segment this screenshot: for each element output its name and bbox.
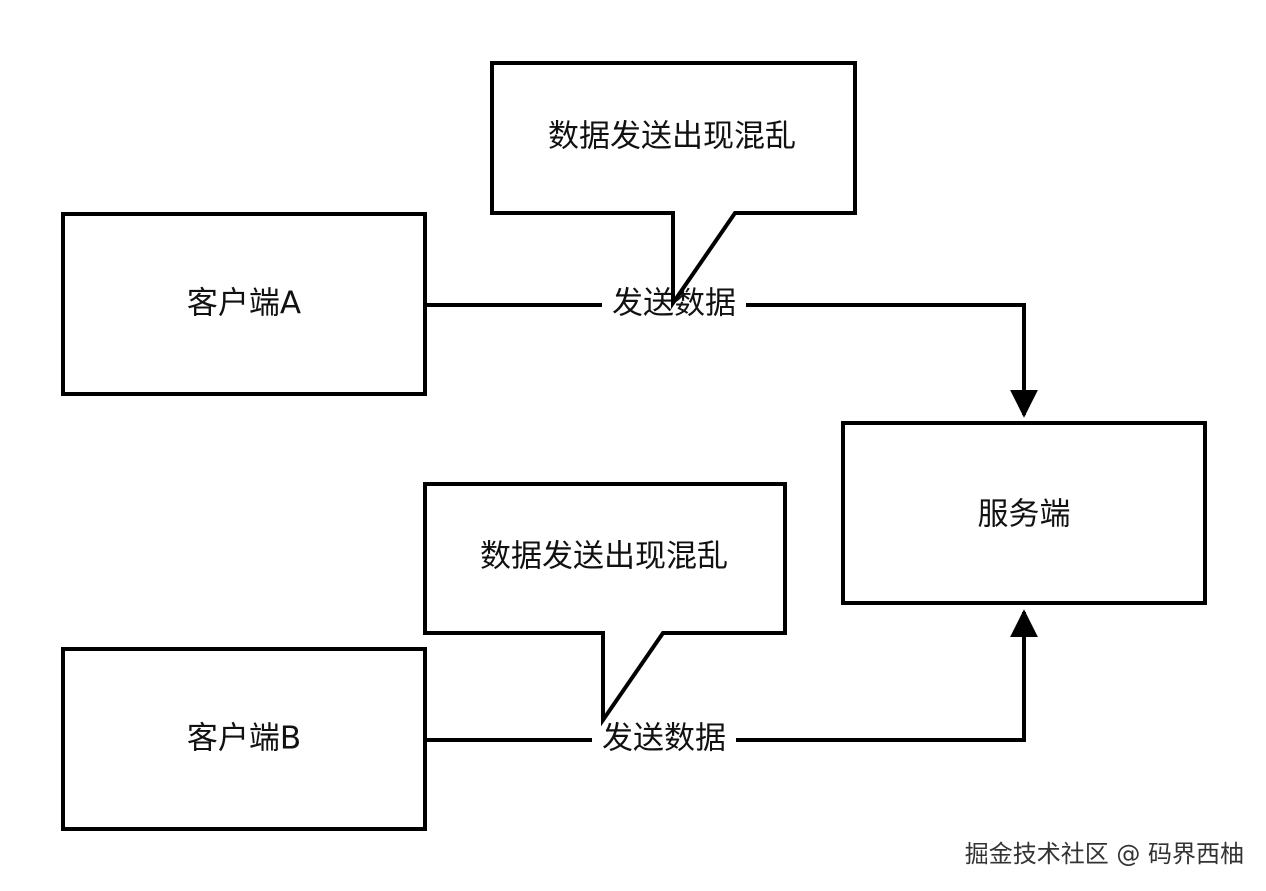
callout-bottom[interactable]: 数据发送出现混乱 [423,482,787,727]
callout-top[interactable]: 数据发送出现混乱 [490,61,857,310]
node-client-a[interactable]: 客户端A [61,212,427,396]
edge-b-label-bg [592,720,736,760]
watermark-text: 掘金技术社区 @ 码界西柚 [964,840,1244,868]
node-server-label: 服务端 [978,497,1071,533]
edge-b-to-server[interactable]: 发送数据 [425,609,1038,760]
node-client-b-label: 客户端B [187,721,301,757]
edge-a-to-server[interactable]: 发送数据 [425,285,1038,418]
callout-bottom-label: 数据发送出现混乱 [480,539,728,575]
node-client-a-label: 客户端A [187,286,301,322]
node-server[interactable]: 服务端 [841,421,1207,605]
callout-top-label: 数据发送出现混乱 [548,119,796,155]
node-client-b[interactable]: 客户端B [61,647,427,831]
edge-b-label: 发送数据 [602,721,726,757]
